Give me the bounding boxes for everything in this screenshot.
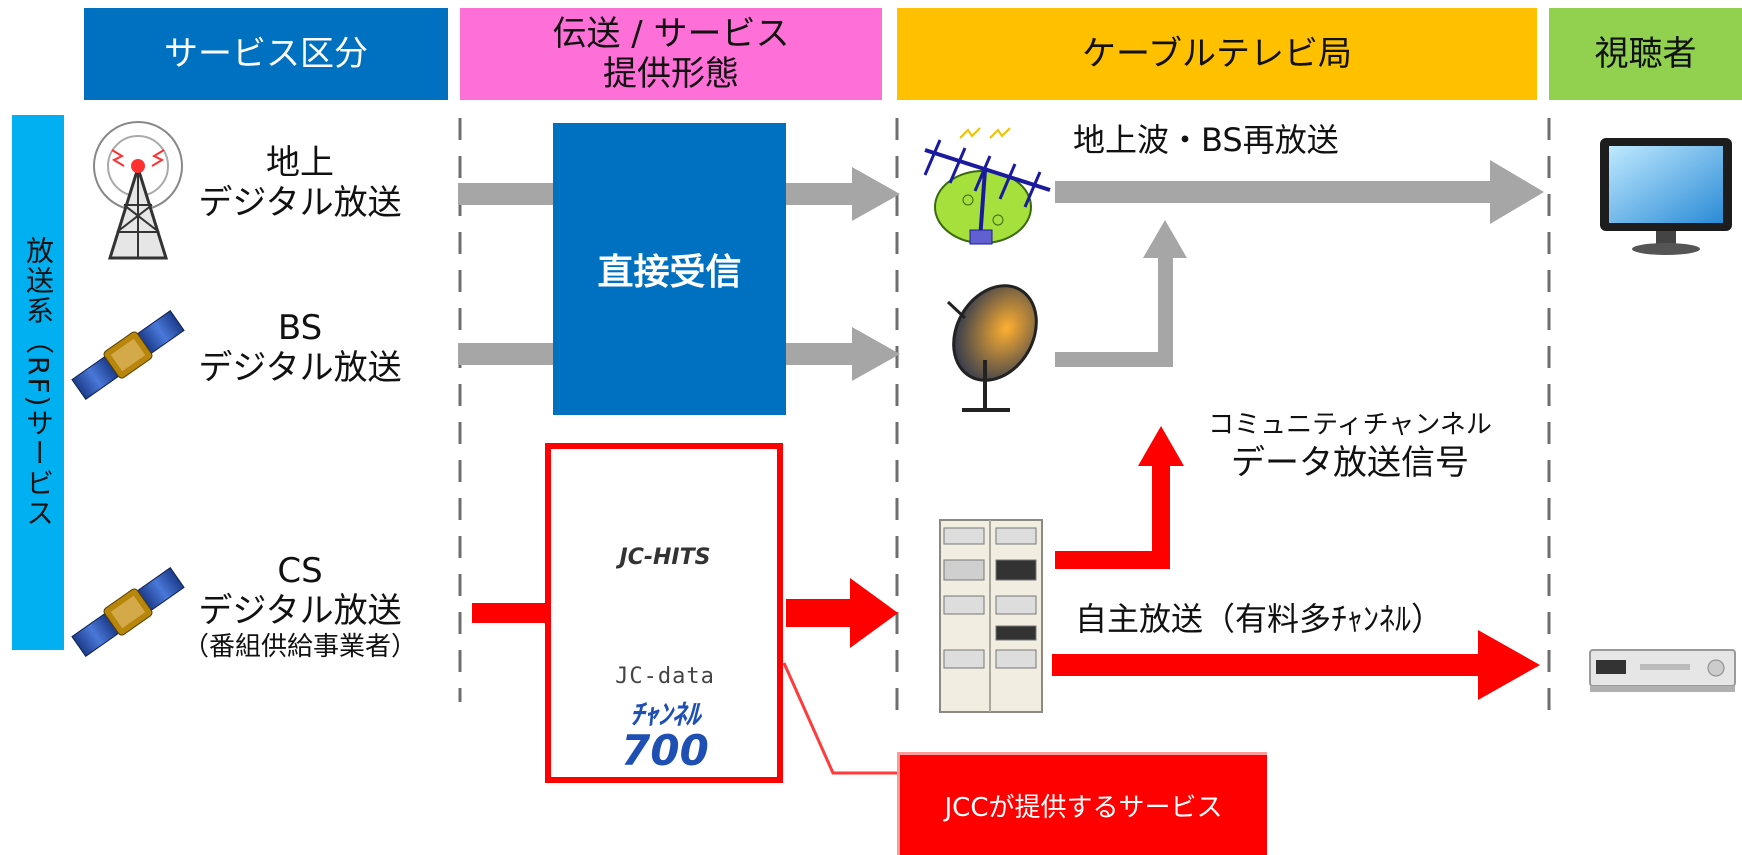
channel700-line1: ﾁｬﾝﾈﾙ	[629, 698, 700, 731]
set-top-box-icon	[1589, 649, 1736, 692]
source-bs: BS デジタル放送	[175, 308, 425, 388]
direct-reception-label: 直接受信	[597, 252, 742, 293]
source-bs-line2: デジタル放送	[198, 348, 402, 388]
channel700-line2: 700	[621, 726, 709, 775]
header-viewer: 視聴者	[1549, 8, 1742, 100]
headend-rack-icon	[939, 519, 1043, 713]
bs-up-arrow	[1055, 220, 1187, 367]
header-transmission: 伝送 / サービス 提供形態	[460, 8, 882, 100]
header-transmission-line2: 提供形態	[603, 54, 739, 94]
header-service-category-label: サービス区分	[164, 34, 368, 74]
rebroadcast-label: 地上波・BS再放送	[1073, 121, 1339, 159]
bs-arrow	[458, 327, 900, 381]
direct-reception-box: 直接受信	[553, 123, 786, 415]
terrestrial-arrow	[458, 167, 900, 221]
column-separators	[458, 118, 1551, 720]
community-label: コミュニティチャンネル データ放送信号	[1180, 408, 1520, 484]
jcc-callout-label: JCCが提供するサービス	[944, 792, 1223, 823]
rebroadcast-arrow	[1055, 160, 1544, 224]
tv-icon	[1600, 138, 1732, 255]
source-terrestrial-line1: 地上	[266, 143, 334, 183]
source-cs: CS デジタル放送 （番組供給事業者）	[165, 551, 435, 663]
jcc-callout: JCCが提供するサービス	[897, 752, 1267, 855]
side-label-bar: 放送系（RF)サービス	[12, 115, 64, 650]
uhf-antenna-icon	[923, 127, 1051, 245]
own-broadcast-arrow	[1052, 630, 1540, 700]
source-terrestrial: 地上 デジタル放送	[175, 143, 425, 223]
channel700-logo-icon: ﾁｬﾝﾈﾙ 700	[575, 700, 755, 772]
tower-icon	[93, 121, 183, 260]
header-cable-station: ケーブルテレビ局	[897, 8, 1537, 100]
callout-connector	[782, 662, 897, 775]
bs-dish-icon	[946, 284, 1038, 412]
community-arrow	[1055, 426, 1184, 569]
header-cable-station-label: ケーブルテレビ局	[1082, 34, 1352, 74]
source-cs-line2: デジタル放送	[198, 591, 402, 631]
side-label: 放送系（RF)サービス	[22, 236, 55, 529]
source-bs-line1: BS	[277, 308, 323, 348]
cs-arrow-in	[472, 578, 898, 648]
bs-satellite-icon	[71, 310, 185, 400]
community-label-line2: データ放送信号	[1231, 443, 1469, 483]
header-viewer-label: 視聴者	[1594, 34, 1697, 74]
jc-hits-label: JC-HITS	[619, 545, 711, 570]
jcc-services-box	[545, 443, 783, 783]
header-transmission-line1: 伝送 / サービス	[552, 14, 790, 54]
jc-data-label: JC-data	[615, 664, 715, 689]
source-terrestrial-line2: デジタル放送	[198, 183, 402, 223]
own-broadcast-label: 自主放送（有料多ﾁｬﾝﾈﾙ）	[1075, 600, 1444, 638]
community-label-line1: コミュニティチャンネル	[1208, 410, 1492, 440]
cs-satellite-icon	[71, 567, 185, 657]
source-cs-line1: CS	[277, 551, 323, 591]
header-service-category: サービス区分	[84, 8, 448, 100]
source-cs-line3: （番組供給事業者）	[182, 632, 417, 662]
